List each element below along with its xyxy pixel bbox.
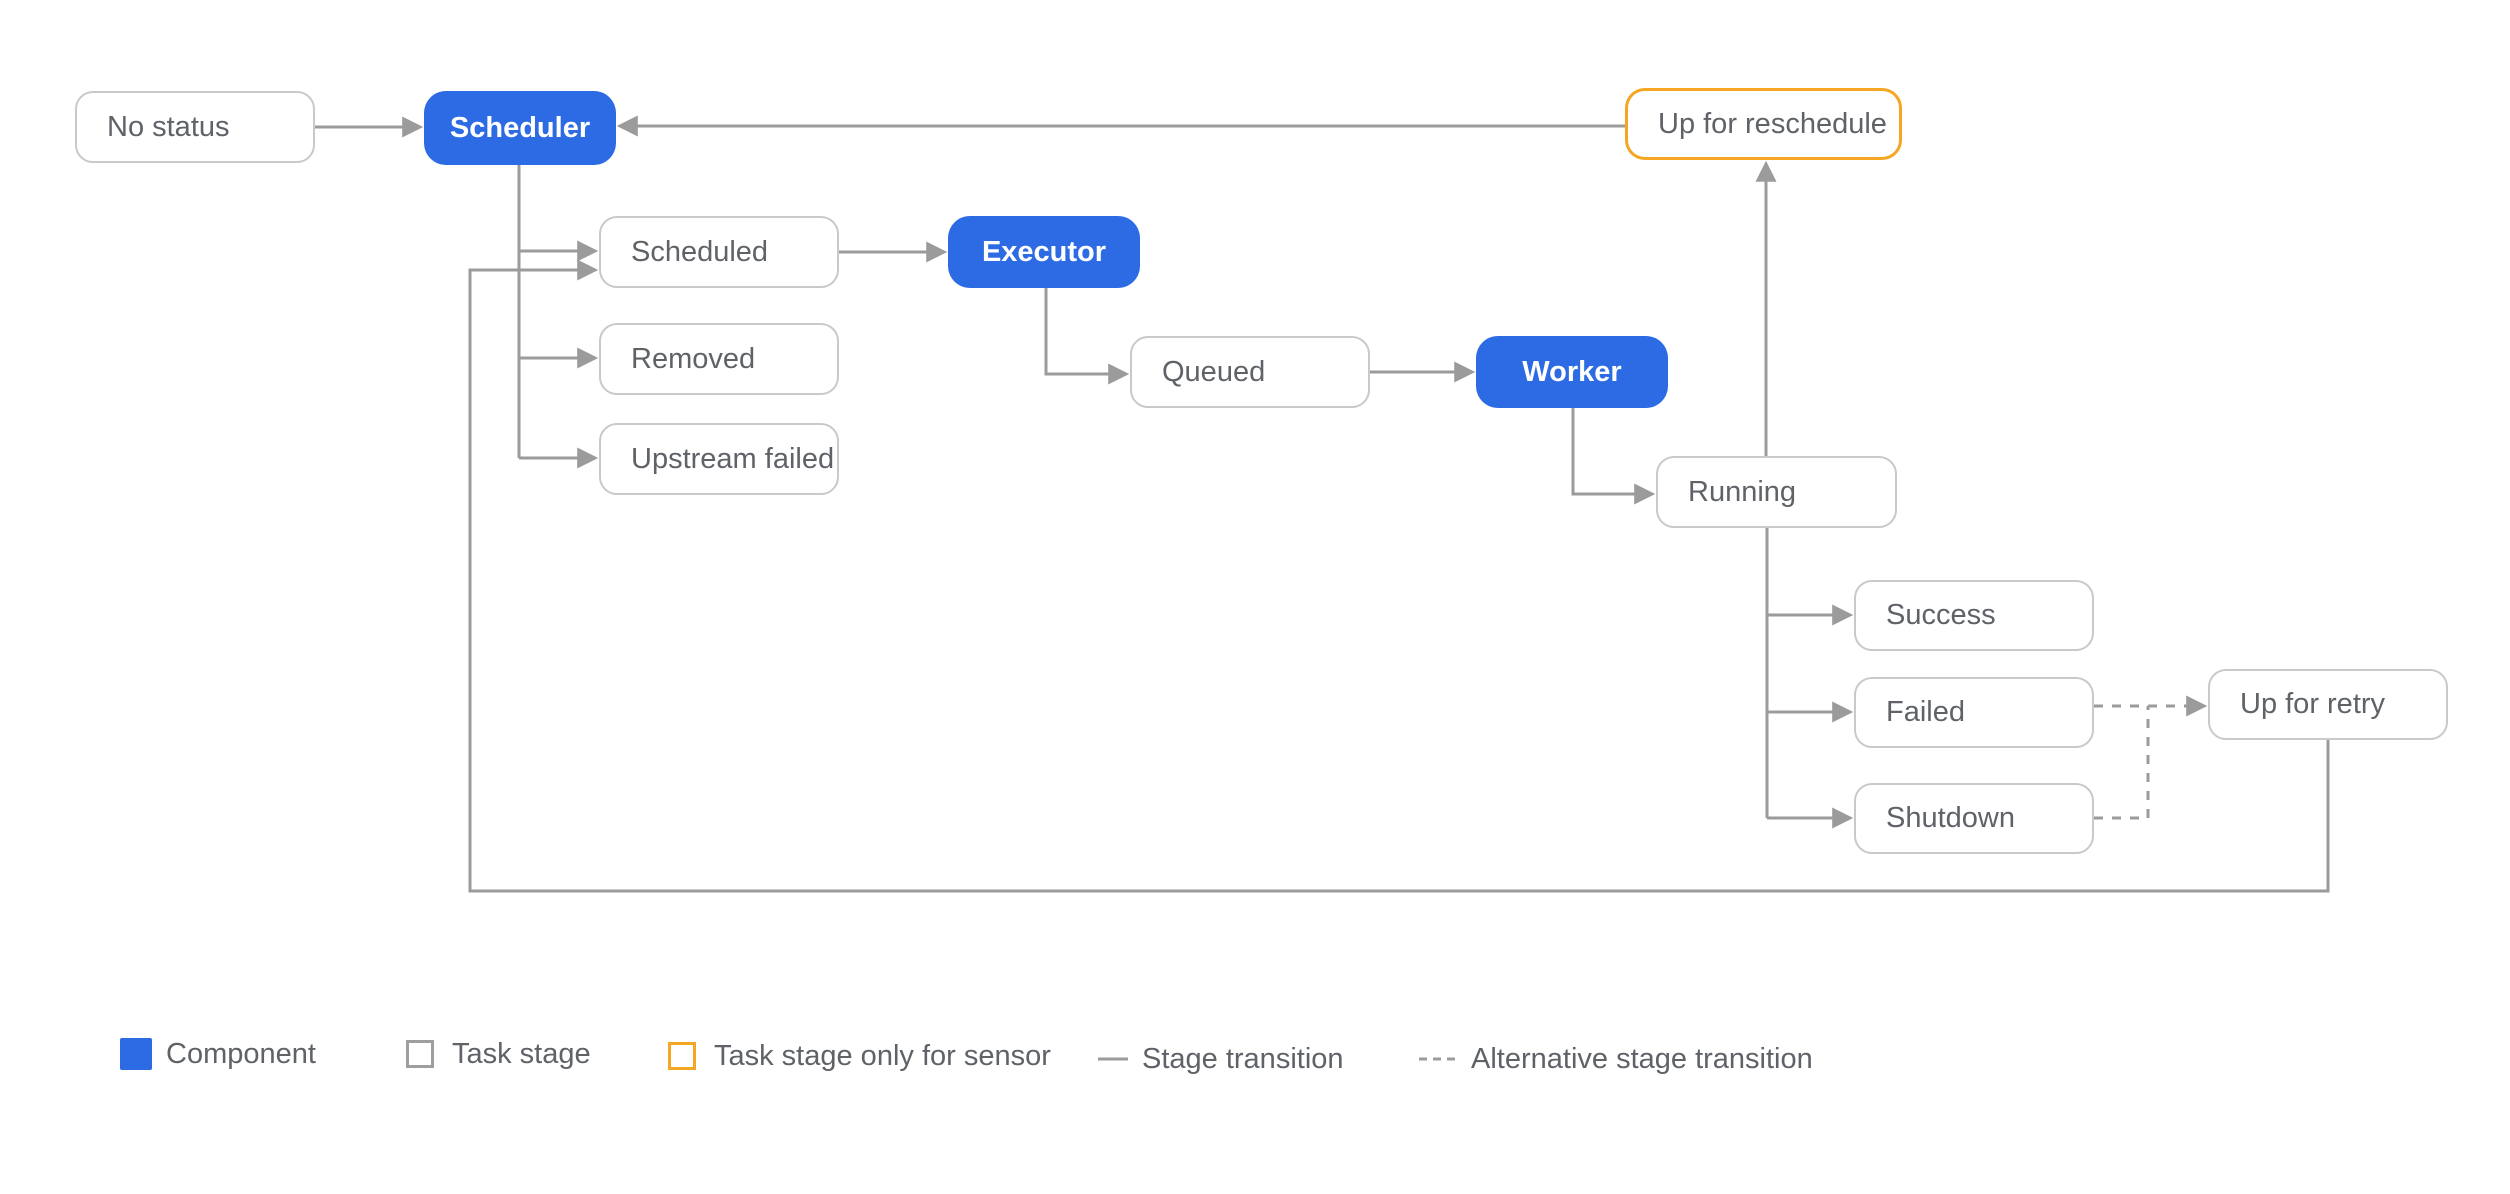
- edge-shutdown-up-for-retry: [2094, 706, 2150, 820]
- legend-sensor-stage-label: Task stage only for sensor: [714, 1039, 1051, 1072]
- legend-alt-stage-transition-label: Alternative stage transition: [1471, 1042, 1813, 1075]
- dashed-line-icon: [1419, 1057, 1457, 1061]
- legend-item-component: Component: [120, 1037, 316, 1071]
- node-up-for-retry: Up for retry: [2208, 669, 2448, 740]
- node-queued: Queued: [1130, 336, 1370, 408]
- task-stage-swatch-icon: [406, 1040, 434, 1068]
- legend-item-task-stage: Task stage: [406, 1037, 591, 1071]
- sensor-stage-swatch-icon: [668, 1042, 696, 1070]
- node-upstream-failed: Upstream failed: [599, 423, 839, 495]
- node-scheduled: Scheduled: [599, 216, 839, 288]
- node-worker: Worker: [1476, 336, 1668, 408]
- edge-up-for-retry-scheduled: [468, 259, 2330, 893]
- node-up-for-reschedule: Up for reschedule: [1625, 88, 1902, 160]
- legend-item-stage-transition: Stage transition: [1098, 1042, 1344, 1076]
- node-executor: Executor: [948, 216, 1140, 288]
- node-removed: Removed: [599, 323, 839, 395]
- legend-stage-transition-label: Stage transition: [1142, 1042, 1344, 1075]
- legend-item-alt-stage-transition: Alternative stage transition: [1419, 1042, 1813, 1076]
- node-failed: Failed: [1854, 677, 2094, 748]
- legend-task-stage-label: Task stage: [452, 1037, 591, 1070]
- edge-executor-queued: [1044, 288, 1130, 385]
- node-scheduler: Scheduler: [424, 91, 616, 165]
- node-no-status: No status: [75, 91, 315, 163]
- node-running: Running: [1656, 456, 1897, 528]
- legend-component-label: Component: [166, 1037, 316, 1070]
- legend-item-sensor-stage: Task stage only for sensor: [668, 1039, 1051, 1073]
- node-success: Success: [1854, 580, 2094, 651]
- component-swatch-icon: [120, 1038, 152, 1070]
- node-shutdown: Shutdown: [1854, 783, 2094, 854]
- solid-line-icon: [1098, 1057, 1128, 1061]
- edge-worker-running: [1571, 408, 1656, 505]
